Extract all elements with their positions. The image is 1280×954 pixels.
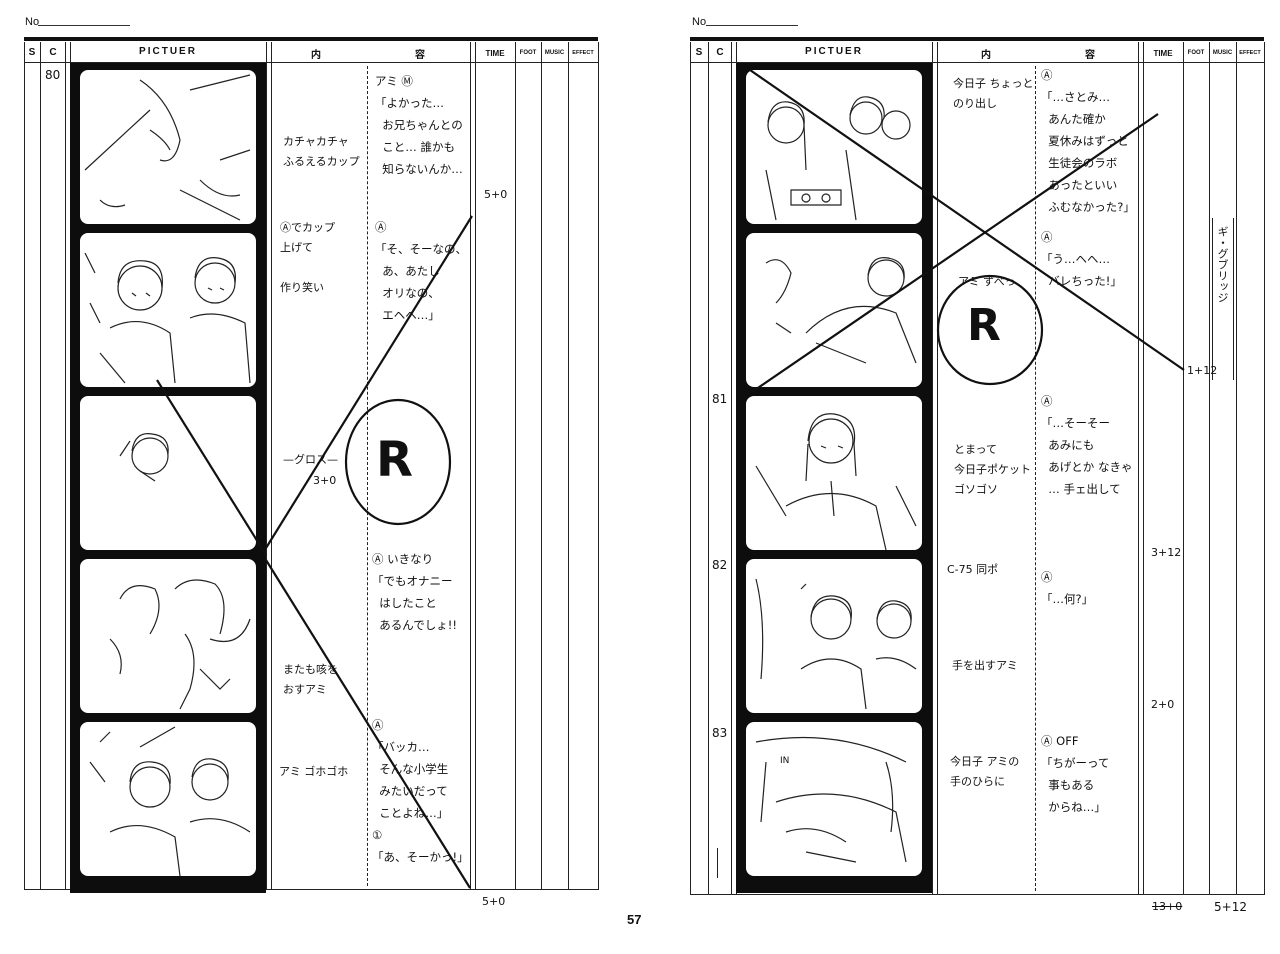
retake-mark-right: R (967, 300, 1001, 351)
sheet-number-line (38, 25, 130, 26)
dialogue-4: Ⓐ 「…何?」 (1041, 570, 1094, 606)
grid-line (708, 42, 709, 895)
grid-line (731, 42, 732, 895)
action-4: C-75 同ポ (947, 563, 999, 576)
grid-line (1209, 42, 1210, 895)
dashed-divider (1035, 66, 1036, 891)
storyboard-panel-2 (746, 233, 922, 387)
action-3: とまって 今日子ポケット ゴソゴソ (954, 443, 1031, 496)
cut-number: 80 (45, 68, 61, 82)
sheet-number-line (706, 25, 798, 26)
grid-line (568, 42, 569, 890)
storyboard-panel-5 (80, 722, 256, 876)
header-content-1: 内 (981, 50, 991, 61)
cut-number-81: 81 (712, 392, 728, 406)
header-rule (690, 62, 1264, 63)
grid-line (690, 42, 691, 895)
header-content-1: 内 (311, 50, 321, 61)
time-total: 5+0 (482, 895, 506, 908)
storyboard-panel-3 (746, 396, 922, 550)
dialogue-1: Ⓐ 「…さとみ… あんた確か 夏休みはずっと 生徒会のラボ あったといい ふむな… (1041, 68, 1135, 214)
sheet-top-border (24, 37, 598, 41)
storyboard-panel-4 (80, 559, 256, 713)
sheet-number-label: No (692, 16, 707, 28)
time-total: 5+12 (1214, 900, 1247, 914)
music-note-bracket (1212, 218, 1234, 380)
cut-number-82: 82 (712, 558, 728, 572)
sheet-number-label: No (25, 16, 40, 28)
grid-line (475, 42, 476, 890)
header-music: MUSIC (544, 50, 565, 56)
header-picture: PICTUER (139, 46, 197, 57)
header-music: MUSIC (1212, 50, 1233, 56)
header-c: C (49, 47, 57, 58)
dialogue-3: Ⓐ 「…そーそー あみにも あげとか なきゃ … 手ェ出して (1041, 394, 1133, 496)
time-value-2: 3+12 (1151, 546, 1182, 559)
grid-line (65, 42, 66, 890)
time-total-struck: 13+0 (1152, 900, 1183, 913)
action-5: 今日子 アミの 手のひらに (950, 755, 1020, 788)
grid-line (515, 42, 516, 890)
grid-line (1138, 42, 1139, 895)
grid-line (40, 42, 41, 890)
page-number: 57 (627, 912, 642, 927)
storyboard-panel-1 (746, 70, 922, 224)
grid-line (1236, 42, 1237, 895)
header-content-2: 容 (415, 50, 425, 61)
header-foot: FOOT (1187, 50, 1205, 56)
storyboard-panel-5: IN (746, 722, 922, 876)
action-1: カチャカチャ ふるえるカップ (283, 135, 360, 168)
panel-inscription: IN (780, 756, 790, 766)
header-s: S (695, 47, 703, 58)
storyboard-panel-1 (80, 70, 256, 224)
header-foot: FOOT (519, 50, 537, 56)
action-1: 今日子 ちょっと のり出し (953, 77, 1034, 110)
header-effect: EFFECT (1239, 50, 1261, 56)
bottom-rule (24, 889, 598, 890)
action-4b: 手を出すアミ (952, 659, 1018, 672)
film-strip: IN (736, 63, 932, 893)
dialogue-5: Ⓐ OFF 「ちがーって 事もある からね…」 (1041, 734, 1110, 814)
grid-line (1264, 42, 1265, 895)
header-s: S (28, 47, 36, 58)
bottom-rule (690, 894, 1264, 895)
header-time: TIME (1153, 49, 1173, 58)
header-rule (24, 62, 598, 63)
dialogue-2: Ⓐ 「う…ヘヘ… バレちった!」 (1041, 230, 1122, 288)
cut-number-83: 83 (712, 726, 728, 740)
dialogue-1: アミ Ⓜ 「よかった… お兄ちゃんとの こと… 誰かも 知らないんか… (375, 74, 463, 176)
header-time: TIME (485, 49, 505, 58)
sheet-top-border (690, 37, 1264, 41)
grid-line (24, 42, 25, 890)
cut-end-mark (717, 848, 718, 878)
grid-line (1143, 42, 1144, 895)
header-content-2: 容 (1085, 50, 1095, 61)
storyboard-panel-2 (80, 233, 256, 387)
header-effect: EFFECT (572, 50, 594, 56)
music-note: ギ・グブリッジ (1216, 226, 1229, 303)
retake-mark-left: R (376, 432, 413, 488)
header-picture: PICTUER (805, 46, 863, 57)
action-2: アミ ずべっ (958, 275, 1016, 288)
grid-line (541, 42, 542, 890)
time-value-3: 2+0 (1151, 698, 1175, 711)
grid-line (1183, 42, 1184, 895)
grid-line (932, 42, 933, 895)
grid-line (598, 42, 599, 890)
time-value-1: 1+12 (1187, 364, 1218, 377)
storyboard-panel-4 (746, 559, 922, 713)
time-value: 5+0 (484, 188, 508, 201)
grid-line (937, 42, 938, 895)
header-c: C (716, 47, 724, 58)
